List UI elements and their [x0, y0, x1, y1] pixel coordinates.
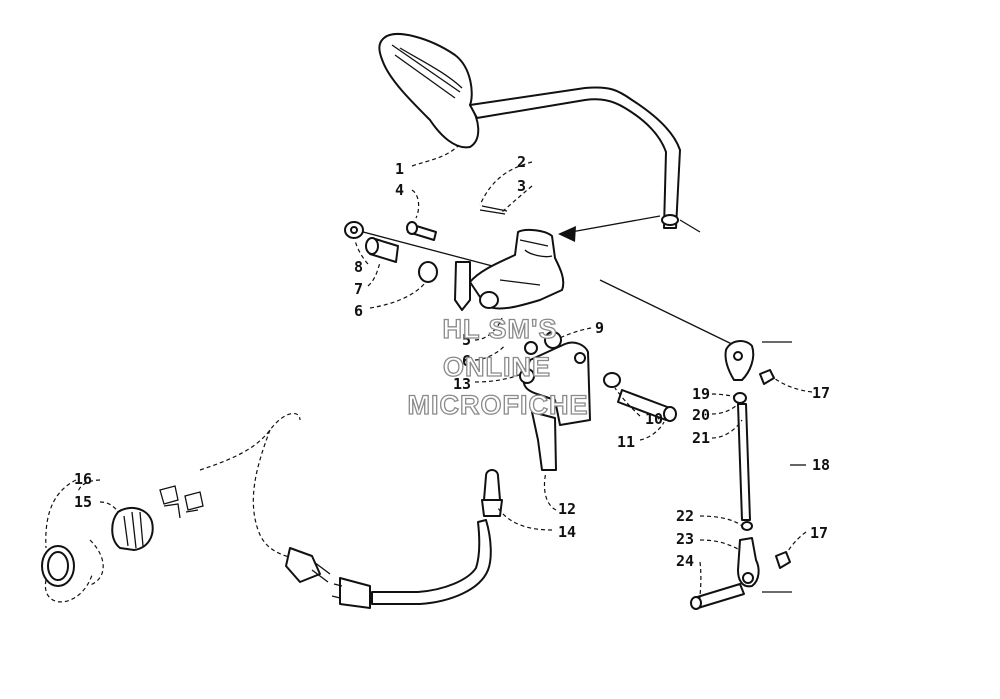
callout-6b: 6: [462, 352, 471, 370]
callout-10: 10: [645, 410, 663, 428]
wire-harness: [199, 412, 331, 583]
callout-24: 24: [676, 552, 694, 570]
callout-14: 14: [558, 523, 576, 541]
callout-labels: 1 2 3 4 5 6 6 7 8 9 10 11 12 13 14 15 16…: [74, 153, 830, 570]
callout-8: 8: [354, 258, 363, 276]
guide-lines: [347, 215, 792, 593]
cable-with-plug: [331, 469, 503, 609]
callout-13: 13: [453, 375, 471, 393]
watermark-line-3: MICROFICHE: [408, 390, 589, 420]
callout-22: 22: [676, 507, 694, 525]
callout-12: 12: [558, 500, 576, 518]
watermark: HL SM'S ONLINE MICROFICHE: [407, 313, 589, 420]
callout-5: 5: [462, 331, 471, 349]
watermark-line-1: HL SM'S: [443, 314, 558, 344]
callout-16: 16: [74, 470, 92, 488]
lever-handle: [378, 33, 681, 229]
callout-6a: 6: [354, 302, 363, 320]
callout-7: 7: [354, 280, 363, 298]
leader-lines: [45, 145, 813, 599]
callout-9: 9: [595, 319, 604, 337]
callout-18: 18: [812, 456, 830, 474]
callout-17b: 17: [810, 524, 828, 542]
callout-23: 23: [676, 530, 694, 548]
pivot-bracket: [344, 205, 565, 311]
callout-21: 21: [692, 429, 710, 447]
watermark-line-2: ONLINE: [443, 352, 551, 382]
callout-3: 3: [517, 177, 526, 195]
callout-4: 4: [395, 181, 404, 199]
callout-11: 11: [617, 433, 635, 451]
callout-15: 15: [74, 493, 92, 511]
callout-1: 1: [395, 160, 404, 178]
lower-bracket: [519, 331, 677, 471]
callout-20: 20: [692, 406, 710, 424]
connector-assembly: [41, 485, 204, 603]
callout-17a: 17: [812, 384, 830, 402]
callout-2: 2: [517, 153, 526, 171]
linkage-rod: [690, 340, 791, 610]
callout-19: 19: [692, 385, 710, 403]
